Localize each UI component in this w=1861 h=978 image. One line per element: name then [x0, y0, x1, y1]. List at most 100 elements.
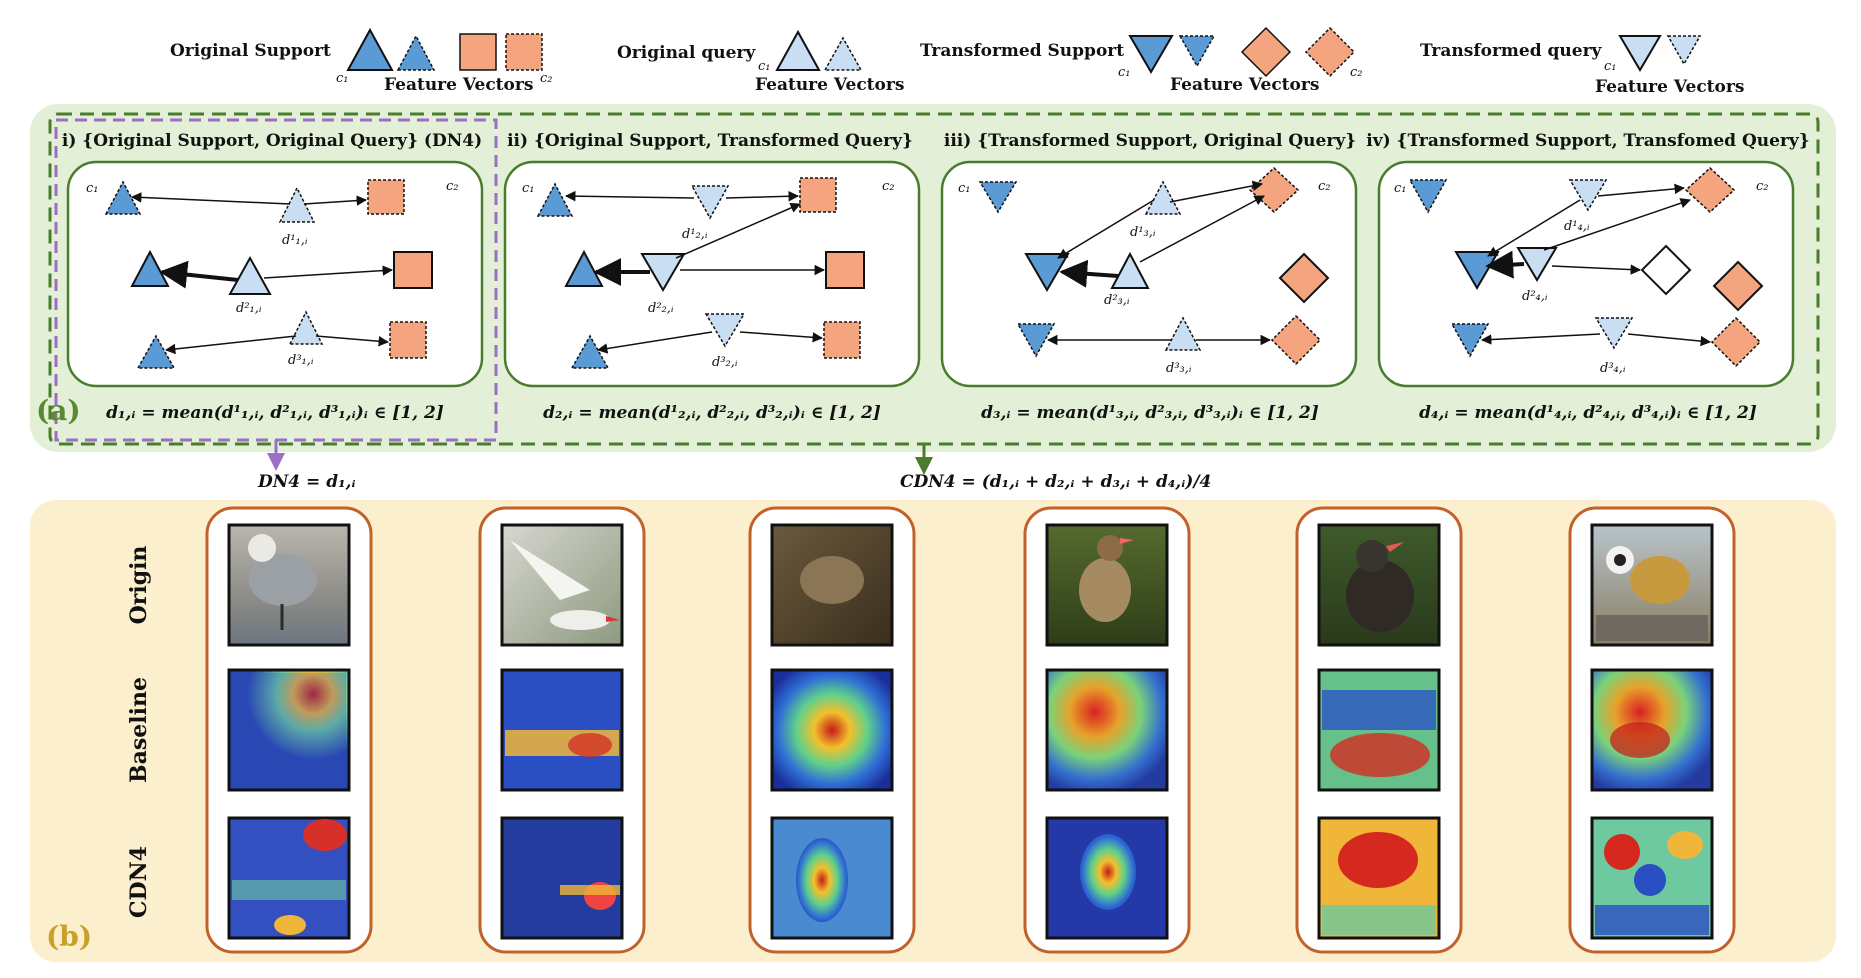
distance-label-3: d³₁,ᵢ: [288, 353, 314, 368]
transformed-support: [1024, 253, 1070, 292]
bird-image-6: [1590, 523, 1714, 647]
baseline-heatmap-1: [227, 668, 351, 792]
distance-label-3: d³₄,ᵢ: [1600, 361, 1626, 376]
legend-transformed-support: Transformed Support: [920, 41, 1124, 61]
support-square: [825, 251, 865, 289]
c1-label: c₁: [86, 181, 99, 196]
triangle-support-icon: [346, 27, 394, 71]
legend-c2-a: c₂: [540, 71, 553, 86]
legend-feature-vectors-2: Feature Vectors: [755, 75, 904, 95]
distance-label-3: d³₃,ᵢ: [1166, 361, 1192, 376]
transformed-query-dashed: [690, 185, 730, 220]
subpanel-4-title: iv) {Transformed Support, Transfomed Que…: [1366, 131, 1810, 151]
distance-label-2: d²₁,ᵢ: [236, 301, 262, 316]
square-support-dashed-icon: [505, 33, 543, 71]
diamond-support-dashed-icon: [1304, 26, 1356, 78]
support-square: [393, 251, 433, 289]
transformed-support-dashed-2: [1016, 323, 1056, 358]
formula-2: d₂,ᵢ = mean(d¹₂,ᵢ, d²₂,ᵢ, d³₂,ᵢ)ᵢ ∈ [1, …: [543, 403, 881, 423]
c2-label: c₂: [1318, 179, 1331, 194]
distance-label-1: d¹₃,ᵢ: [1130, 225, 1156, 240]
legend-c1-c: c₁: [1118, 65, 1131, 80]
support-square-dashed-2: [389, 321, 427, 359]
query-triangle-dashed: [278, 186, 316, 223]
support-triangle: [564, 249, 604, 287]
triangle-query-icon: [775, 29, 821, 71]
triangle-support-dashed-icon: [396, 34, 436, 71]
formula-1: d₁,ᵢ = mean(d¹₁,ᵢ, d²₁,ᵢ, d³₁,ᵢ)ᵢ ∈ [1, …: [106, 403, 444, 423]
legend-feature-vectors-4: Feature Vectors: [1595, 77, 1744, 97]
square-support-icon: [459, 33, 497, 71]
distance-label-3: d³₂,ᵢ: [712, 355, 738, 370]
support-square-dashed: [367, 179, 405, 215]
cdn4-row: [227, 816, 1714, 940]
legend-c2-c: c₂: [1350, 65, 1363, 80]
baseline-heatmap-4: [1045, 668, 1169, 792]
cdn4-equation: CDN4 = (d₁,ᵢ + d₂,ᵢ + d₃,ᵢ + d₄,ᵢ)/4: [900, 472, 1211, 492]
c2-label: c₂: [446, 179, 459, 194]
distance-label-1: d¹₁,ᵢ: [282, 233, 308, 248]
support-diamond: [1712, 260, 1764, 312]
cdn4-heatmap-4: [1045, 816, 1169, 940]
query-triangle: [228, 255, 272, 295]
distance-label-1: d¹₂,ᵢ: [682, 227, 708, 242]
cdn4-heatmap-3: [770, 816, 894, 940]
c1-label: c₁: [522, 181, 535, 196]
transformed-query: [1516, 247, 1558, 282]
distance-label-2: d²₄,ᵢ: [1522, 289, 1548, 304]
legend-transformed-query: Transformed query: [1420, 41, 1603, 61]
empty-diamond: [1640, 244, 1692, 296]
c1-label: c₁: [958, 181, 971, 196]
baseline-heatmap-2: [500, 668, 624, 792]
formula-3: d₃,ᵢ = mean(d¹₃,ᵢ, d²₃,ᵢ, d³₃,ᵢ)ᵢ ∈ [1, …: [981, 403, 1319, 423]
transformed-support-dashed: [1408, 179, 1448, 214]
cdn4-heatmap-2: [500, 816, 624, 940]
legend-c1-d: c₁: [1604, 59, 1617, 74]
query-triangle: [1110, 251, 1150, 289]
query-triangle-dashed-2: [1164, 316, 1202, 351]
legend-original-query: Original query: [617, 43, 756, 63]
row-label-origin: Origin: [126, 546, 152, 625]
formula-4: d₄,ᵢ = mean(d¹₄,ᵢ, d²₄,ᵢ, d³₄,ᵢ)ᵢ ∈ [1, …: [1419, 403, 1757, 423]
support-diamond: [1278, 252, 1330, 304]
bird-image-5: [1317, 523, 1441, 647]
support-square-dashed-2: [823, 321, 861, 359]
subpanel-1-box: [66, 160, 484, 388]
legend-c1-a: c₁: [336, 71, 349, 86]
subpanel-1-content: c₁ c₂ d¹₁,ᵢ d²₁,ᵢ d³₁,ᵢ d₁,ᵢ = mean(d¹₁,…: [86, 179, 459, 423]
panel-a-label: (a): [36, 394, 81, 427]
legend-original-support: Original Support: [170, 41, 331, 61]
query-triangle-dashed-2: [288, 310, 324, 345]
cdn4-heatmap-6: [1590, 816, 1714, 940]
distance-label-2: d²₂,ᵢ: [648, 301, 674, 316]
triangle-query-dashed-icon: [823, 36, 863, 71]
legend: Original Support c₁ Feature Vectors c₂ O…: [170, 26, 1744, 97]
legend-feature-vectors-1: Feature Vectors: [384, 75, 533, 95]
subpanel-2-title: ii) {Original Support, Transformed Query…: [507, 131, 913, 151]
support-diamond-dashed-2: [1710, 316, 1762, 368]
support-square-dashed: [799, 177, 837, 213]
inverted-triangle-query-icon: [1618, 35, 1662, 72]
c1-label: c₁: [1394, 181, 1407, 196]
dn4-equation: DN4 = d₁,ᵢ: [257, 472, 356, 492]
inverted-triangle-support-icon: [1128, 35, 1174, 74]
legend-c1-b: c₁: [758, 59, 771, 74]
baseline-heatmap-5: [1317, 668, 1441, 792]
panel-a: (a) i) {Original Support, Original Query…: [30, 104, 1836, 452]
baseline-row: [227, 668, 1714, 792]
distance-label-2: d²₃,ᵢ: [1104, 293, 1130, 308]
panel-a-dashed-border: [48, 112, 1820, 446]
support-triangle-dashed: [536, 182, 574, 217]
support-triangle: [130, 249, 170, 287]
bird-image-1: [227, 523, 351, 647]
origin-row: [227, 523, 1714, 647]
support-diamond-dashed-2: [1270, 314, 1322, 366]
subpanel-2-content: c₁ c₂ d¹₂,ᵢ d²₂,ᵢ d³₂,ᵢ d₂,ᵢ = mean(d¹₂,…: [522, 177, 895, 423]
subpanel-3-title: iii) {Transformed Support, Original Quer…: [944, 131, 1356, 151]
subpanel-3-content: c₁ c₂ d¹₃,ᵢ d²₃,ᵢ d³₃,ᵢ d₃,ᵢ = mean(d¹₃,…: [958, 166, 1331, 423]
support-diamond-dashed: [1684, 166, 1736, 214]
baseline-heatmap-6: [1590, 668, 1714, 792]
distance-label-1: d¹₄,ᵢ: [1564, 219, 1590, 234]
inverted-triangle-support-dashed-icon: [1178, 35, 1216, 68]
